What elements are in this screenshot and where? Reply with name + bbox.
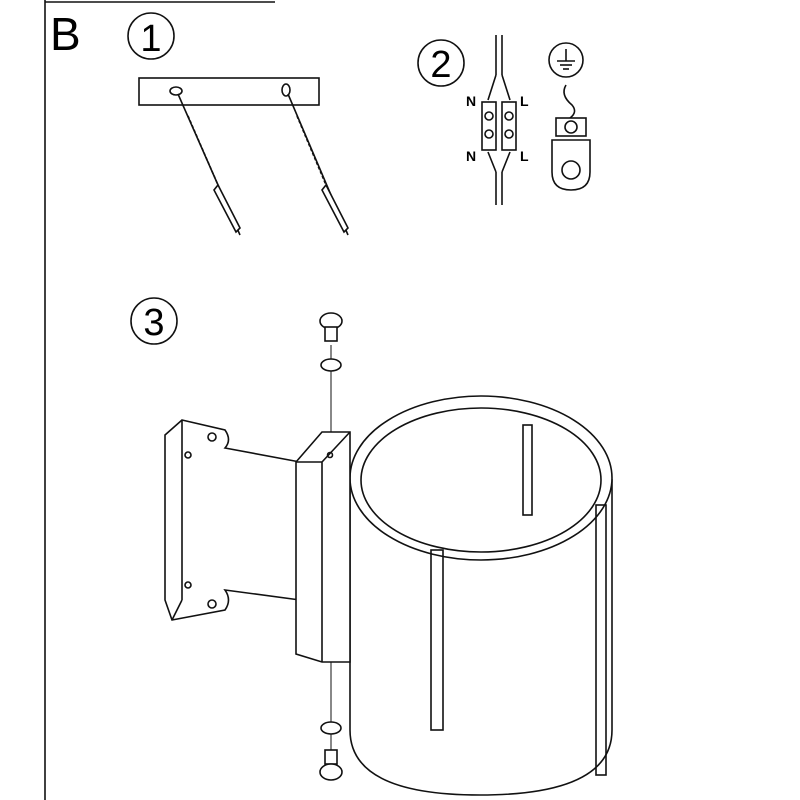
- wire-label-l-bottom: L: [520, 148, 529, 164]
- mounting-template: [138, 77, 320, 106]
- terminal-block: [481, 35, 517, 205]
- step-1-number: 1: [140, 18, 161, 60]
- mounting-box: [295, 431, 351, 663]
- ground-terminal: [551, 84, 591, 191]
- ground-symbol-icon: [548, 42, 584, 78]
- step-3: 3: [130, 297, 613, 796]
- step-2: 2 N L N L: [417, 35, 591, 205]
- step-2-number: 2: [430, 44, 451, 86]
- step-3-badge: [130, 297, 178, 345]
- slot-right: [595, 504, 607, 776]
- screw-top: [319, 312, 343, 372]
- step-1-badge: [127, 12, 175, 60]
- step-2-badge: [417, 39, 465, 87]
- section-letter: B: [50, 8, 81, 60]
- wire-label-l-top: L: [520, 93, 529, 109]
- lamp-cylinder: [349, 395, 613, 796]
- slot-left: [430, 549, 444, 731]
- wire-label-n-top: N: [466, 93, 476, 109]
- wall-plug-left: [177, 93, 241, 236]
- step-1: 1: [127, 12, 349, 236]
- wall-plug-right: [287, 93, 349, 236]
- wire-label-n-bottom: N: [466, 148, 476, 164]
- step-3-number: 3: [143, 302, 164, 344]
- wall-bracket: [164, 419, 301, 621]
- slot-inner: [522, 424, 533, 516]
- screw-bottom: [319, 721, 343, 781]
- page-frame: [44, 0, 275, 800]
